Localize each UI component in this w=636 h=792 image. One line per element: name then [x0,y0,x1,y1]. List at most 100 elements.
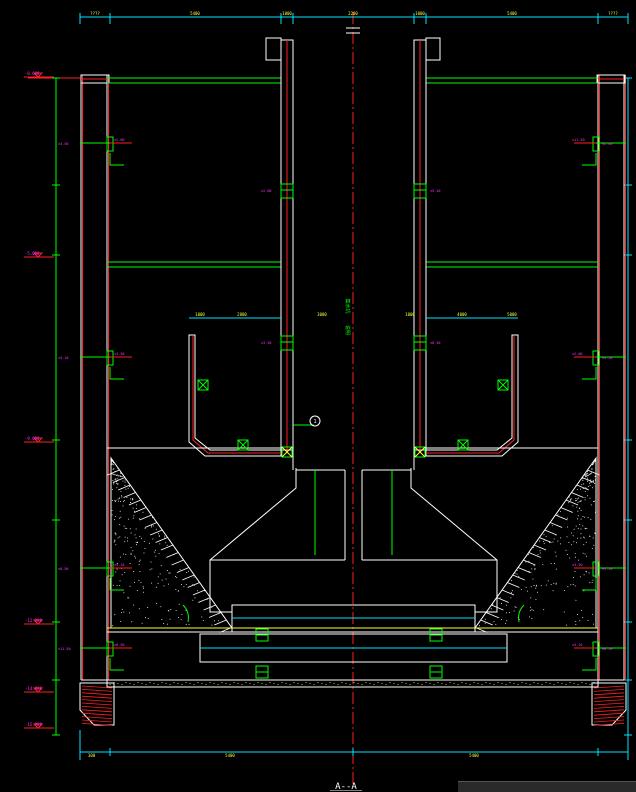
foundation-dot [285,683,287,684]
foundation-dot [417,683,419,684]
gravel-dot [580,533,582,535]
dimension-label: ???? [608,11,618,16]
gravel-dot [518,575,520,577]
gravel-dot [119,497,121,499]
gravel-dot [138,564,140,566]
foundation-dot [369,683,371,684]
gravel-dot [111,473,113,475]
level-label: -15.900 [25,722,42,727]
gravel-dot [545,535,547,537]
foundation-dot [521,682,523,683]
gravel-dot [136,504,138,506]
foundation-dot [253,684,255,685]
hatch-right [560,507,573,513]
anchor-block [106,136,114,152]
inner-anchor-block [413,335,427,351]
gravel-dot [113,483,115,485]
gravel-dot [584,487,586,489]
anchor-bracket [109,578,124,591]
left-hopper-red [192,336,281,454]
gravel-dot [124,541,126,543]
gravel-dot [594,482,596,484]
footing-hatch [81,709,113,713]
gravel-dot [194,597,196,599]
gravel-dot [123,553,125,555]
gravel-dot [175,575,177,577]
footing-hatch [81,699,113,702]
callout-label: ±11.50 [58,647,71,651]
right-hopper [425,334,519,457]
gravel-dot [589,473,591,475]
gravel-dot [121,495,123,497]
fitting-block [197,379,209,391]
gravel-dot [119,580,121,582]
gravel-dot [133,571,135,573]
gravel-dot [557,540,559,542]
gravel-dot [565,549,567,551]
foundation-dot [121,684,123,685]
foundation-dot [173,682,175,683]
gravel-dot [579,524,581,526]
gravel-dot [500,602,502,604]
gravel-dot [144,617,146,619]
gravel-dot [119,510,121,512]
foundation-dot [321,683,323,684]
gravel-dot [589,535,591,537]
gravel-dot [206,598,208,600]
gravel-dot [574,556,576,558]
hatch-right [523,559,536,566]
foundation-dot [165,683,167,684]
gravel-dot [574,585,576,587]
gravel-dot [555,555,557,557]
gravel-dot [133,515,135,517]
anchor-block [106,350,114,366]
gravel-dot [127,487,129,489]
gravel-dot [135,557,137,559]
gravel-dot [590,479,592,481]
gravel-dot [591,547,593,549]
gravel-dot [589,497,591,499]
gravel-dot [592,463,594,465]
foundation-dot [225,683,227,684]
gravel-dot [119,524,121,526]
foundation-dot [353,682,355,683]
callout-label: ±2.60 [572,352,583,356]
hatch-left [208,612,222,618]
gravel-dot [151,525,153,527]
hatch-right [565,499,579,506]
foundation-dot [537,683,539,684]
gravel-dot [132,550,134,552]
gravel-dot [123,592,125,594]
callout-label: ±11.50 [572,138,585,142]
hatch-right [507,582,520,588]
gravel-dot [535,587,537,589]
foundation-dot [557,682,559,683]
gravel-dot [130,502,132,504]
left-funnel [209,468,297,613]
foundation-dot [305,682,307,683]
foundation-dot [441,683,443,684]
dimension-label: 2200 [348,11,358,16]
gravel-dot [542,540,544,542]
center-note: 集水坑 [344,298,351,313]
gravel-dot [586,475,588,477]
gravel-dot [525,561,527,563]
gravel-dot [569,557,571,559]
anchor-bracket [582,658,597,671]
fitting-cross [281,446,293,458]
gravel-dot [537,554,539,556]
gravel-dot [511,592,513,594]
gravel-dot [113,482,115,484]
gravel-dot [555,582,557,584]
wall-top-cap [425,37,441,61]
gravel-dot [122,480,124,482]
anchor-bracket [582,153,597,166]
gravel-dot [484,622,486,624]
footing-hatch [593,706,625,709]
callout-label: ±2.60 [261,189,272,193]
footing-hatch [81,723,113,726]
dimension-label: 3000 [317,312,327,317]
gravel-dot [120,516,122,518]
gravel-dot [570,532,572,534]
foundation-dot [553,684,555,685]
